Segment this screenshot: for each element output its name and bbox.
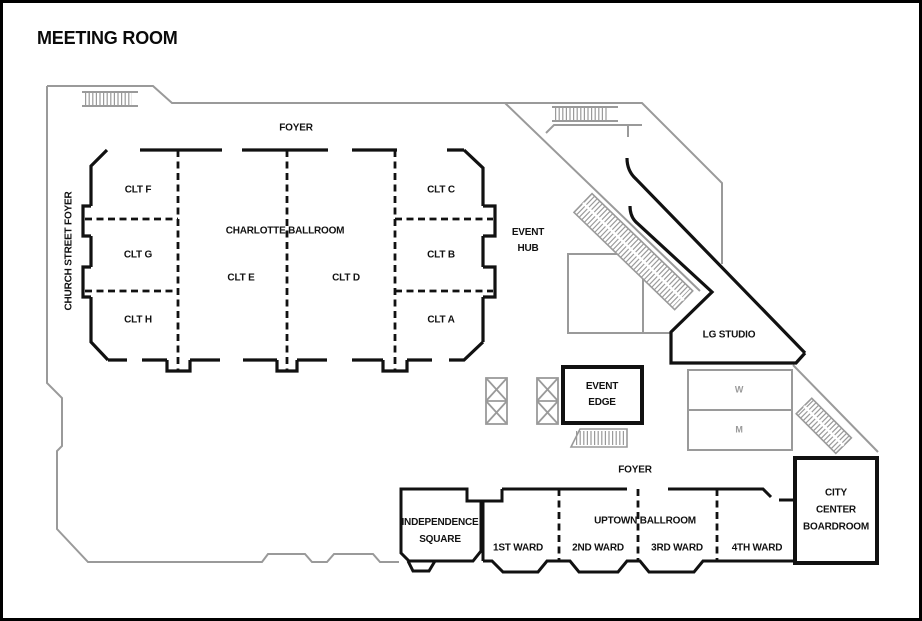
ward-4-label: 4TH WARD [731, 542, 783, 554]
elevator-icon [536, 377, 559, 425]
event-edge-label: EVENT EDGE [585, 379, 619, 411]
clt-a-label: CLT A [427, 314, 455, 326]
restroom-men-label: M [735, 424, 743, 435]
ward-1-label: 1ST WARD [492, 542, 544, 554]
atrium-diagonal [504, 102, 701, 292]
boardroom-label-line2: CENTER [816, 504, 856, 516]
church-street-foyer-label: CHURCH STREET FOYER [63, 191, 75, 311]
boardroom-label-line3: BOARDROOM [803, 521, 869, 533]
lg-studio-label: LG STUDIO [702, 329, 756, 341]
stair-enclosure [545, 124, 642, 137]
clt-d-label: CLT D [332, 272, 360, 284]
boardroom-label-line1: CITY [825, 487, 847, 499]
charlotte-ballroom-walls [81, 148, 497, 373]
independence-square-walls [399, 487, 504, 573]
building-outline [46, 85, 879, 563]
outline-bottom-right-diagonal [792, 364, 879, 453]
boardroom-walls [793, 456, 879, 565]
ward-2-label: 2ND WARD [572, 542, 624, 554]
escalator-icon [572, 192, 694, 311]
lg-studio-walls [625, 157, 807, 365]
charlotte-ballroom-label: CHARLOTTE BALLROOM [225, 225, 345, 237]
clt-b-label: CLT B [427, 249, 455, 261]
uptown-ballroom-label: UPTOWN BALLROOM [594, 515, 696, 527]
stairs-icon [82, 91, 138, 107]
clt-g-label: CLT G [123, 249, 153, 261]
restroom-boxes [687, 369, 793, 451]
room-partitions-dashed [85, 150, 493, 371]
clt-c-label: CLT C [427, 184, 455, 196]
stairs-icon [552, 106, 618, 122]
page-title: MEETING ROOM [37, 28, 178, 48]
clt-f-label: CLT F [124, 184, 152, 196]
clt-h-label: CLT H [124, 314, 152, 326]
escalator-icon [795, 397, 853, 455]
independence-square-label-line2: SQUARE [419, 534, 461, 545]
restroom-men-box [687, 409, 793, 451]
ward-3-label: 3RD WARD [651, 542, 703, 554]
restroom-women-label: W [734, 384, 744, 395]
city-center-boardroom-label: CITY CENTER BOARDROOM [803, 485, 869, 536]
stairs-icon [569, 428, 628, 448]
foyer-bottom-label: FOYER [618, 464, 652, 476]
outline-left-bottom [46, 86, 399, 563]
event-edge-walls [561, 365, 644, 425]
event-edge-label-line2: EDGE [588, 397, 616, 408]
foyer-top-label: FOYER [279, 122, 313, 134]
clt-e-label: CLT E [227, 272, 255, 284]
outline-top-right [47, 85, 723, 264]
independence-square-label: INDEPENDENCE SQUARE [401, 514, 478, 548]
ward-walls [481, 487, 795, 574]
event-edge-label-line1: EVENT [585, 381, 619, 392]
event-hub-label: EVENT HUB [511, 225, 545, 257]
elevator-icon [485, 377, 508, 425]
event-hub-label-line1: EVENT [511, 227, 545, 238]
service-core-outline [567, 253, 644, 334]
ward-partitions-dashed [557, 489, 719, 561]
event-hub-label-line2: HUB [517, 243, 539, 254]
independence-square-label-line1: INDEPENDENCE [401, 517, 479, 528]
